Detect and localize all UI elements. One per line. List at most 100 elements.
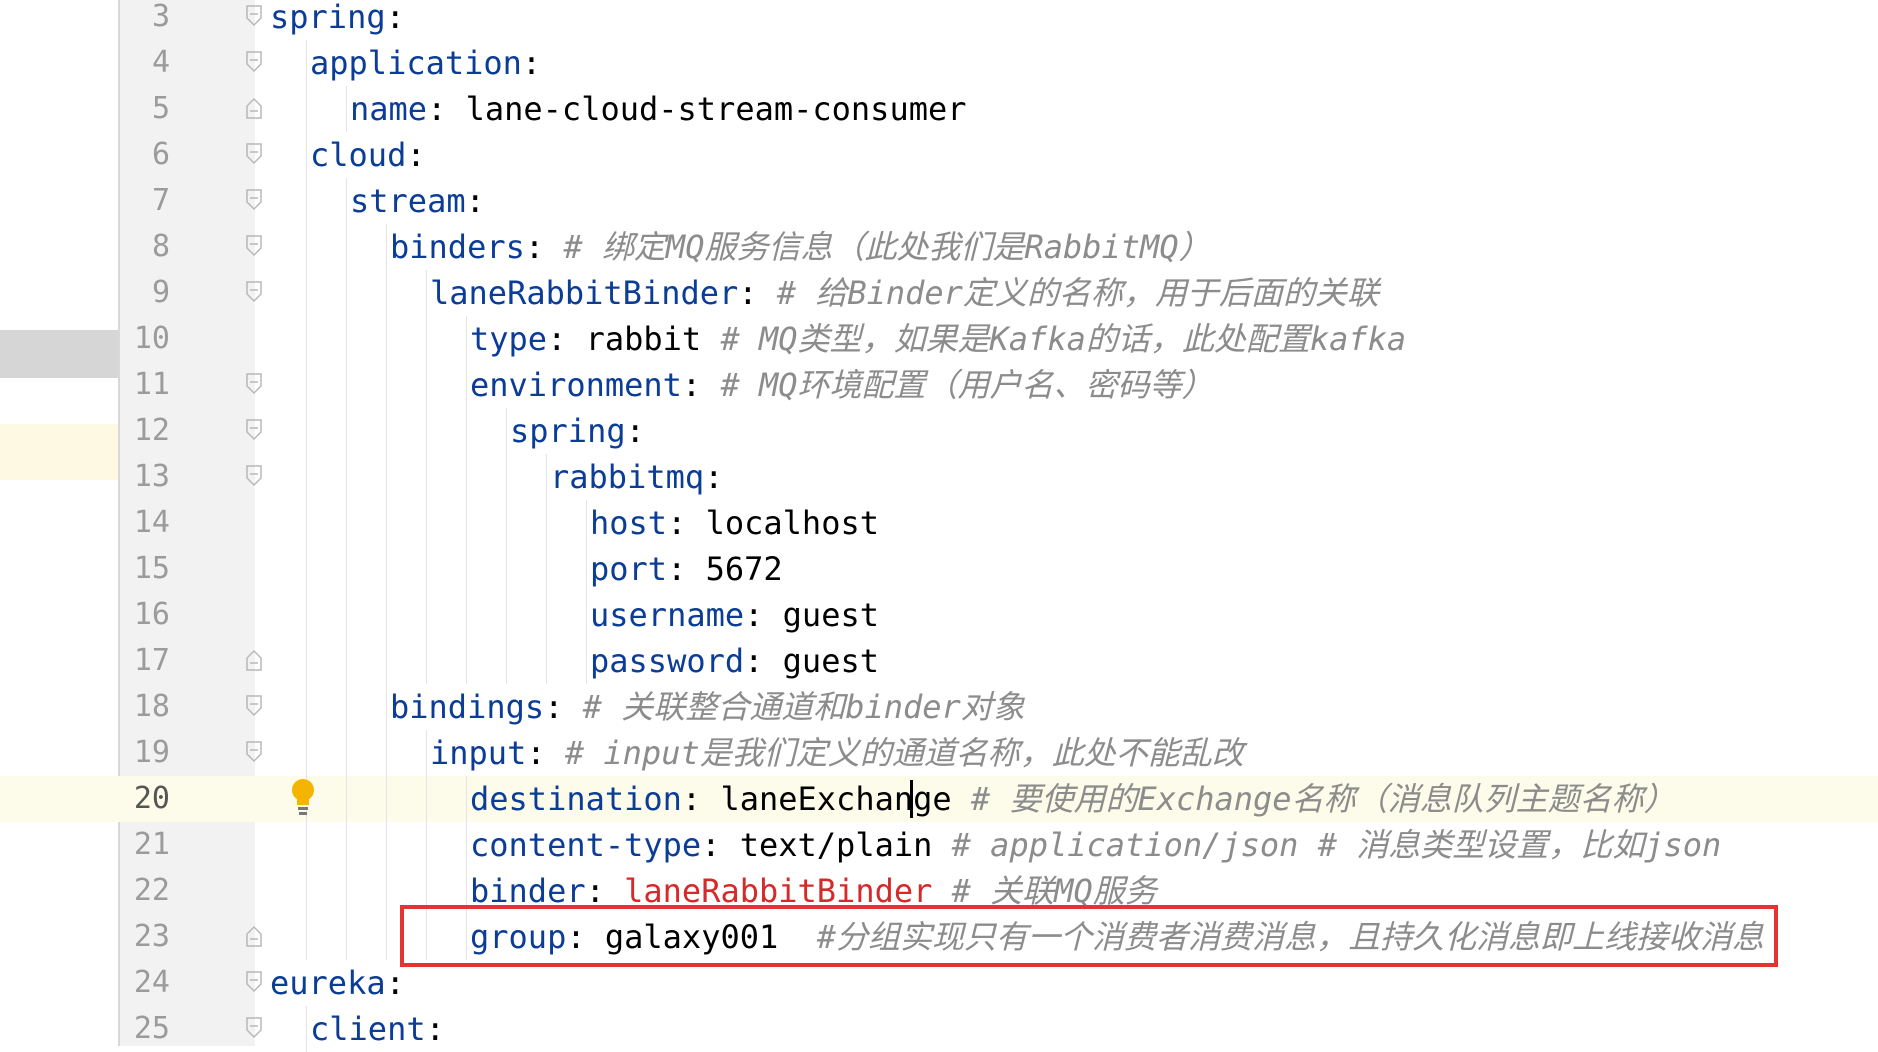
fold-open-icon[interactable] [245, 463, 263, 489]
yaml-separator: : [406, 136, 426, 174]
text-caret [910, 780, 913, 818]
yaml-key: binder [470, 872, 586, 910]
indent-guide [506, 638, 507, 684]
yaml-separator: : [465, 182, 485, 220]
left-tool-strip [0, 0, 118, 1046]
code-line[interactable]: 23 group: galaxy001 #分组实现只有一个消费者消费消息，且持久化… [0, 914, 1878, 960]
line-number: 23 [133, 919, 170, 954]
code-text[interactable]: cloud: [310, 132, 426, 178]
code-text[interactable]: application: [310, 40, 541, 86]
yaml-key: input [430, 734, 527, 772]
indent-guide [306, 546, 307, 592]
indent-guide [466, 868, 467, 914]
code-text[interactable]: spring: [510, 408, 645, 454]
line-number: 21 [133, 827, 170, 862]
code-text[interactable]: environment: # MQ环境配置（用户名、密码等） [470, 362, 1214, 408]
code-text[interactable]: input: # input是我们定义的通道名称，此处不能乱改 [430, 730, 1244, 776]
fold-open-icon[interactable] [245, 141, 263, 167]
code-text[interactable]: laneRabbitBinder: # 给Binder定义的名称，用于后面的关联 [430, 270, 1379, 316]
code-text[interactable]: type: rabbit # MQ类型，如果是Kafka的话，此处配置kafka [470, 316, 1406, 362]
code-text[interactable]: binder: laneRabbitBinder # 关联MQ服务 [470, 868, 1157, 914]
fold-open-icon[interactable] [245, 693, 263, 719]
indent-guide [506, 408, 507, 454]
code-text[interactable]: group: galaxy001 #分组实现只有一个消费者消费消息，且持久化消息… [470, 914, 1764, 960]
indent-guide [346, 454, 347, 500]
fold-open-icon[interactable] [245, 279, 263, 305]
code-text[interactable]: eureka: [270, 960, 405, 1006]
fold-close-icon[interactable] [245, 95, 263, 121]
indent-guide [306, 270, 307, 316]
yaml-separator: : [524, 228, 564, 266]
fold-open-icon[interactable] [245, 187, 263, 213]
fold-open-icon[interactable] [245, 417, 263, 443]
yaml-key: application [310, 44, 522, 82]
yaml-separator: : [681, 366, 721, 404]
fold-close-icon[interactable] [245, 923, 263, 949]
yaml-separator: : [521, 44, 542, 82]
code-text[interactable]: bindings: # 关联整合通道和binder对象 [390, 684, 1025, 730]
indent-guide [386, 316, 387, 362]
fold-open-icon[interactable] [245, 739, 263, 765]
highlight-box [400, 905, 1778, 967]
indent-guide [306, 454, 307, 500]
code-text[interactable]: destination: laneExchange # 要使用的Exchange… [470, 776, 1676, 822]
indent-guide [346, 362, 347, 408]
fold-open-icon[interactable] [245, 969, 263, 995]
code-text[interactable]: binders: # 绑定MQ服务信息（此处我们是RabbitMQ） [390, 224, 1211, 270]
yaml-comment: # MQ类型，如果是Kafka的话，此处配置kafka [720, 320, 1407, 358]
code-text[interactable]: stream: [350, 178, 485, 224]
code-text[interactable]: rabbitmq: [550, 454, 723, 500]
fold-open-icon[interactable] [245, 49, 263, 75]
code-text[interactable]: host: localhost [590, 500, 879, 546]
code-text[interactable]: port: 5672 [590, 546, 783, 592]
code-text[interactable]: client: [310, 1006, 445, 1052]
code-text[interactable]: password: guest [590, 638, 879, 684]
code-area[interactable] [255, 0, 1878, 1046]
fold-close-icon[interactable] [245, 647, 263, 673]
yaml-value: localhost [705, 504, 879, 542]
indent-guide [426, 546, 427, 592]
fold-open-icon[interactable] [245, 1015, 263, 1041]
code-text[interactable]: spring: [270, 0, 405, 40]
code-line[interactable]: 11 environment: # MQ环境配置（用户名、密码等） [0, 362, 1878, 408]
yaml-key: laneRabbitBinder [430, 274, 739, 312]
indent-guide [466, 500, 467, 546]
indent-guide [306, 224, 307, 270]
yaml-key: rabbitmq [550, 458, 705, 496]
lightbulb-icon[interactable] [288, 777, 318, 817]
code-text[interactable]: name: lane-cloud-stream-consumer [350, 86, 967, 132]
yaml-key: host [590, 504, 668, 542]
code-line[interactable]: 21 content-type: text/plain # application… [0, 822, 1878, 868]
yaml-separator: : [701, 826, 740, 864]
yaml-separator: : [667, 504, 706, 542]
fold-open-icon[interactable] [245, 371, 263, 397]
line-number: 11 [133, 367, 170, 402]
code-text[interactable]: content-type: text/plain # application/j… [470, 822, 1721, 868]
indent-guide [386, 408, 387, 454]
fold-open-icon[interactable] [245, 233, 263, 259]
indent-guide [346, 776, 347, 822]
code-text[interactable]: username: guest [590, 592, 879, 638]
yaml-value: rabbit [585, 320, 721, 358]
fold-open-icon[interactable] [245, 3, 263, 29]
